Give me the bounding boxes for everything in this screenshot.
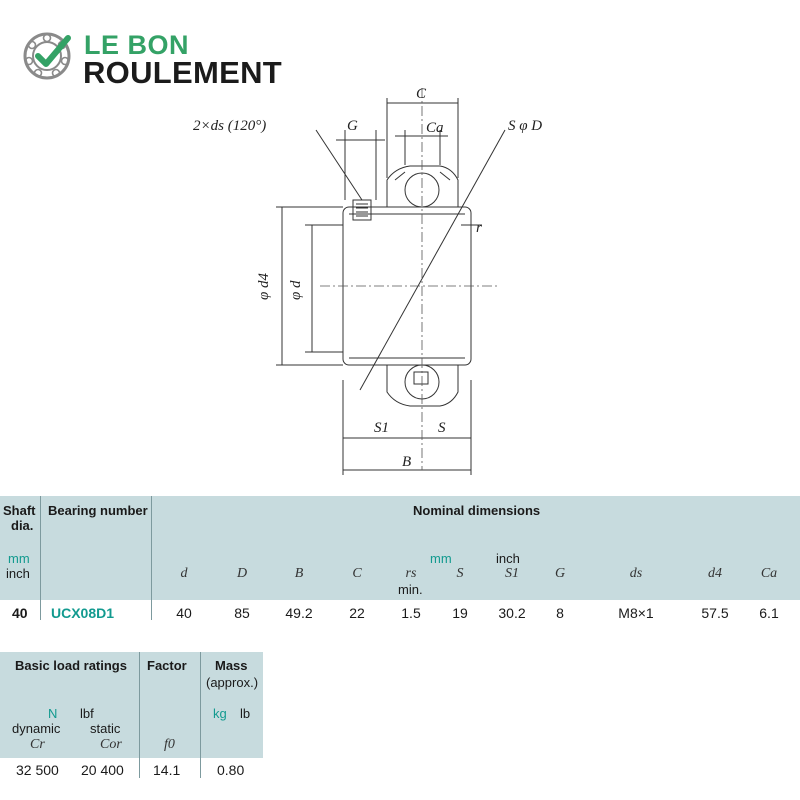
sym-C: C: [352, 566, 362, 581]
sym-B: B: [294, 566, 304, 581]
nominal-dimensions-header: Nominal dimensions: [413, 503, 541, 518]
sym-f0: f0: [164, 737, 175, 752]
unit-lbf: lbf: [80, 706, 94, 721]
bearing-number-value: UCX08D1: [51, 605, 115, 621]
unit-N: N: [48, 706, 58, 721]
sym-G: G: [554, 566, 566, 581]
value-S: 19: [452, 605, 468, 621]
logo-text-top: LE BON: [84, 30, 190, 60]
mass-header-line1: Mass: [215, 658, 248, 673]
shaft-value: 40: [12, 605, 28, 621]
sym-d4: d4: [708, 566, 722, 581]
dim-s1-label: S1: [374, 420, 389, 436]
bearing-check-icon: [23, 32, 71, 80]
static-label: static: [90, 721, 121, 736]
unit-lb: lb: [240, 706, 251, 721]
bearing-number-header: Bearing number: [48, 503, 148, 518]
logo-text-bottom: ROULEMENT: [83, 55, 283, 90]
value-d: 40: [176, 605, 192, 621]
table1-header-band: [0, 496, 800, 600]
dim-s-label: S: [438, 420, 446, 436]
sym-S1: S1: [505, 566, 519, 581]
unit-kg: kg: [213, 706, 227, 721]
value-Ca: 6.1: [759, 605, 779, 621]
shaft-unit-inch: inch: [6, 566, 30, 581]
sym-Ca: Ca: [760, 566, 778, 581]
value-d4: 57.5: [701, 605, 729, 621]
sphere-diameter-label: S φ D: [508, 118, 542, 134]
shaft-header-line1: Shaft: [3, 503, 36, 518]
dynamic-label: dynamic: [12, 721, 61, 736]
value-mass: 0.80: [217, 762, 245, 778]
dim-c-label: C: [416, 86, 427, 102]
shaft-header-line2: dia.: [11, 518, 34, 533]
dim-ca-label: Ca: [426, 120, 444, 136]
sym-Cor: Cor: [100, 737, 122, 752]
bearing-drawing: 2×ds (120°) C G Ca S φ D r φ d4 φ d S1 S…: [193, 86, 542, 475]
table2-header-band: [0, 652, 263, 758]
nominal-unit-mm: mm: [430, 551, 452, 566]
nominal-unit-inch: inch: [496, 551, 520, 566]
dim-g-label: G: [347, 118, 358, 134]
value-Cor: 20 400: [81, 762, 124, 778]
logo: LE BON ROULEMENT: [22, 28, 302, 90]
dim-d-label: φ d: [288, 280, 304, 300]
value-D: 85: [234, 605, 250, 621]
radius-label: r: [476, 220, 482, 236]
mass-header-line2: (approx.): [206, 675, 259, 690]
factor-header: Factor: [147, 658, 187, 673]
load-ratings-header: Basic load ratings: [15, 658, 127, 673]
shaft-unit-mm: mm: [8, 551, 30, 566]
sym-d: d: [180, 566, 188, 581]
sym-S: S: [456, 566, 464, 581]
value-ds: M8×1: [618, 605, 654, 621]
value-B: 49.2: [285, 605, 313, 621]
value-S1: 30.2: [498, 605, 526, 621]
value-f0: 14.1: [153, 762, 181, 778]
holes-label: 2×ds (120°): [193, 118, 266, 134]
rs-min-label: min.: [398, 582, 423, 597]
sym-Cr: Cr: [30, 737, 45, 752]
value-C: 22: [349, 605, 365, 621]
value-rs: 1.5: [401, 605, 421, 621]
sym-ds: ds: [629, 566, 643, 581]
dim-d4-label: φ d4: [256, 272, 272, 300]
value-Cr: 32 500: [16, 762, 59, 778]
sym-D: D: [236, 566, 248, 581]
dim-b-label: B: [402, 454, 411, 470]
sym-rs: rs: [405, 566, 417, 581]
value-G: 8: [556, 605, 564, 621]
